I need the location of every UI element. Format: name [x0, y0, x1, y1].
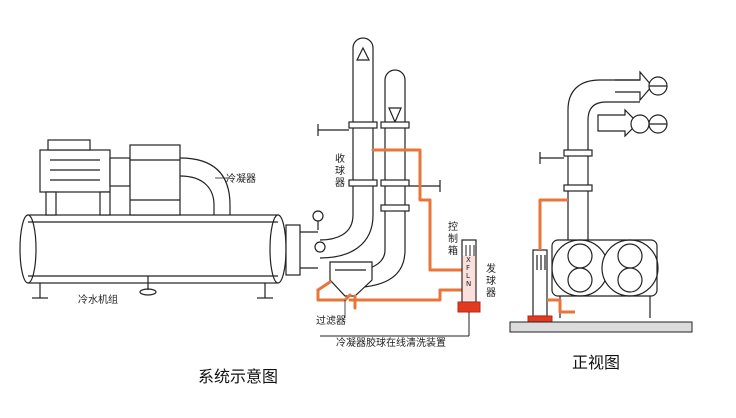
- label-chiller-unit: 冷水机组: [78, 293, 118, 306]
- caption-front-view: 正视图: [572, 353, 620, 372]
- svg-text:收球器: 收球器: [335, 152, 345, 189]
- condenser-water-box: [285, 210, 326, 276]
- label-filter: 过滤器: [316, 314, 346, 327]
- front-view-base-plate: [509, 321, 693, 333]
- label-collector: 收球器: [335, 152, 345, 189]
- leader-lines: [215, 177, 346, 318]
- chiller-shell: [19, 214, 287, 299]
- label-launcher: 发球器: [486, 262, 496, 299]
- label-controller: 控制箱: [448, 220, 458, 257]
- compressor-motor: [39, 139, 231, 216]
- label-device-name: 冷凝器胶球在线清洗装置: [336, 336, 446, 349]
- filter-unit: [329, 261, 373, 297]
- front-view-pipeline: [538, 198, 575, 314]
- system-diagram: [19, 37, 441, 299]
- ball-cleaning-pipeline: [316, 148, 464, 310]
- front-view: [532, 70, 668, 318]
- controller-and-launcher: [320, 239, 481, 337]
- riser-pipes: [317, 37, 441, 289]
- svg-text:控制箱: 控制箱: [448, 220, 458, 257]
- label-condenser: 冷凝器: [226, 172, 256, 185]
- caption-system-diagram: 系统示意图: [198, 367, 278, 386]
- svg-text:发球器: 发球器: [486, 262, 496, 299]
